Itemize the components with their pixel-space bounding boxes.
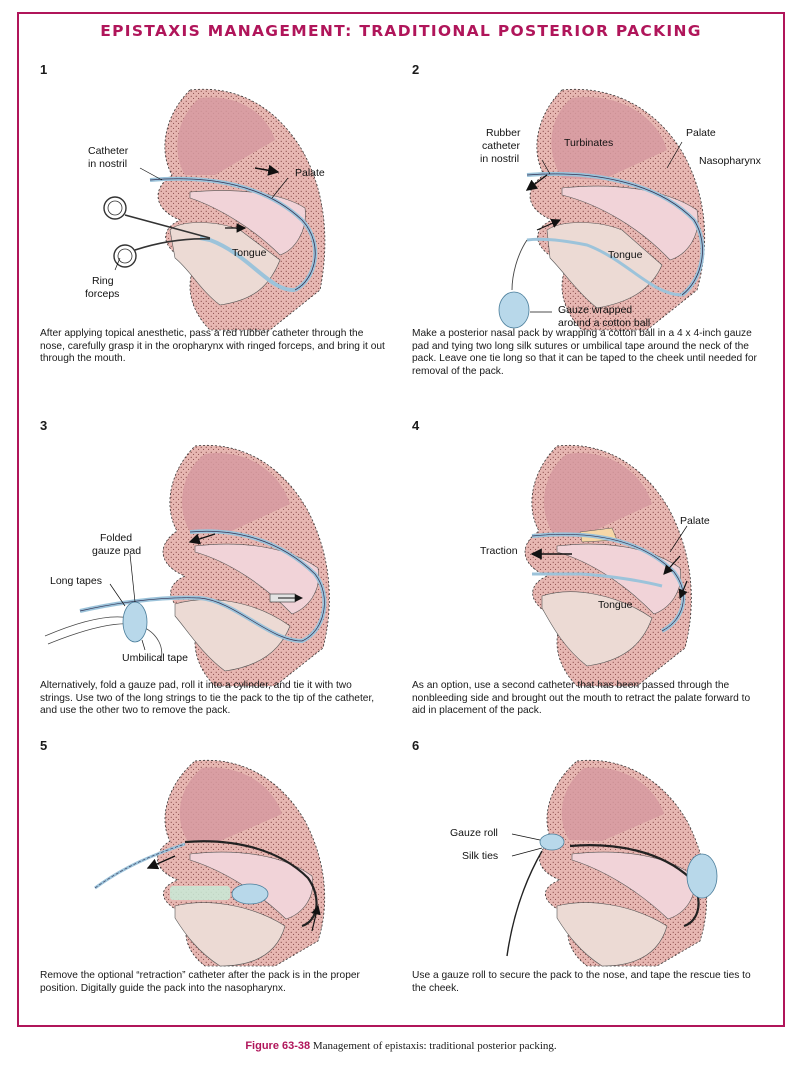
panel-4-illustration: Palate Traction Tongue bbox=[480, 444, 710, 687]
panel-3: 3 Folded gauze pad Long tapes Umbilical … bbox=[40, 418, 412, 738]
panel-4: 4 Palate Traction Tongue As an option, u… bbox=[412, 418, 784, 738]
label-forceps: forceps bbox=[85, 288, 119, 300]
label-gauze-pad: gauze pad bbox=[92, 545, 141, 557]
label-palate: Palate bbox=[686, 127, 716, 139]
label-turbinates: Turbinates bbox=[564, 137, 613, 149]
label-tongue: Tongue bbox=[598, 599, 633, 611]
label-palate: Palate bbox=[295, 167, 325, 179]
panel-5: 5 Remove the optional “retraction” cathe… bbox=[40, 738, 412, 1058]
panel-1-illustration: Catheter in nostril Palate Tongue Ring f… bbox=[85, 88, 326, 331]
label-long-tapes: Long tapes bbox=[50, 575, 102, 587]
label-around-cotton-ball: around a cotton ball bbox=[558, 317, 650, 329]
figure-title: EPISTAXIS MANAGEMENT: TRADITIONAL POSTER… bbox=[100, 22, 702, 40]
label-palate: Palate bbox=[680, 515, 710, 527]
label-silk-ties: Silk ties bbox=[462, 850, 498, 862]
panel-number: 2 bbox=[412, 62, 420, 77]
label-traction: Traction bbox=[480, 545, 518, 557]
panel-number: 3 bbox=[40, 418, 48, 433]
label-nasopharynx: Nasopharynx bbox=[699, 155, 762, 167]
panel-caption: Remove the optional “retraction” cathete… bbox=[40, 970, 360, 994]
panel-2: 2 Rubber catheter in nostril Turbinates … bbox=[412, 62, 784, 382]
panel-number: 6 bbox=[412, 738, 420, 753]
figure-label: Figure 63-38 bbox=[245, 1040, 311, 1052]
figure-frame bbox=[17, 12, 785, 1027]
label-catheter: catheter bbox=[482, 140, 520, 152]
label-gauze-wrapped: Gauze wrapped bbox=[558, 304, 632, 316]
panel-2-illustration: Rubber catheter in nostril Turbinates Pa… bbox=[480, 88, 762, 331]
label-in-nostril: in nostril bbox=[88, 158, 127, 170]
label-folded: Folded bbox=[100, 532, 132, 544]
panel-caption: Alternatively, fold a gauze pad, roll it… bbox=[40, 680, 375, 717]
label-umbilical-tape: Umbilical tape bbox=[122, 652, 188, 664]
panel-caption: As an option, use a second catheter that… bbox=[412, 680, 751, 717]
label-tongue: Tongue bbox=[232, 247, 267, 259]
panel-number: 1 bbox=[40, 62, 48, 77]
panel-number: 4 bbox=[412, 418, 420, 433]
figure-caption: Figure 63-38 Management of epistaxis: tr… bbox=[0, 1040, 802, 1052]
panel-number: 5 bbox=[40, 738, 48, 753]
label-catheter: Catheter bbox=[88, 145, 129, 157]
figure-caption-text: Management of epistaxis: traditional pos… bbox=[312, 1040, 557, 1052]
panel-3-illustration: Folded gauze pad Long tapes Umbilical ta… bbox=[44, 444, 330, 687]
label-gauze-roll: Gauze roll bbox=[450, 827, 498, 839]
label-ring: Ring bbox=[92, 275, 114, 287]
panel-caption: Make a posterior nasal pack by wrapping … bbox=[412, 328, 757, 377]
panel-6: 6 Gauze roll Silk ties Use a gauze roll … bbox=[412, 738, 784, 1058]
panel-5-illustration bbox=[94, 759, 326, 967]
panel-6-illustration: Gauze roll Silk ties bbox=[450, 759, 718, 967]
panel-caption: After applying topical anesthetic, pass … bbox=[40, 328, 385, 365]
label-rubber: Rubber bbox=[486, 127, 521, 139]
panel-caption: Use a gauze roll to secure the pack to t… bbox=[412, 970, 751, 994]
panel-1: 1 Catheter in nostril Palate Tongue Ring… bbox=[40, 62, 412, 382]
label-tongue: Tongue bbox=[608, 249, 643, 261]
label-in-nostril: in nostril bbox=[480, 153, 519, 165]
